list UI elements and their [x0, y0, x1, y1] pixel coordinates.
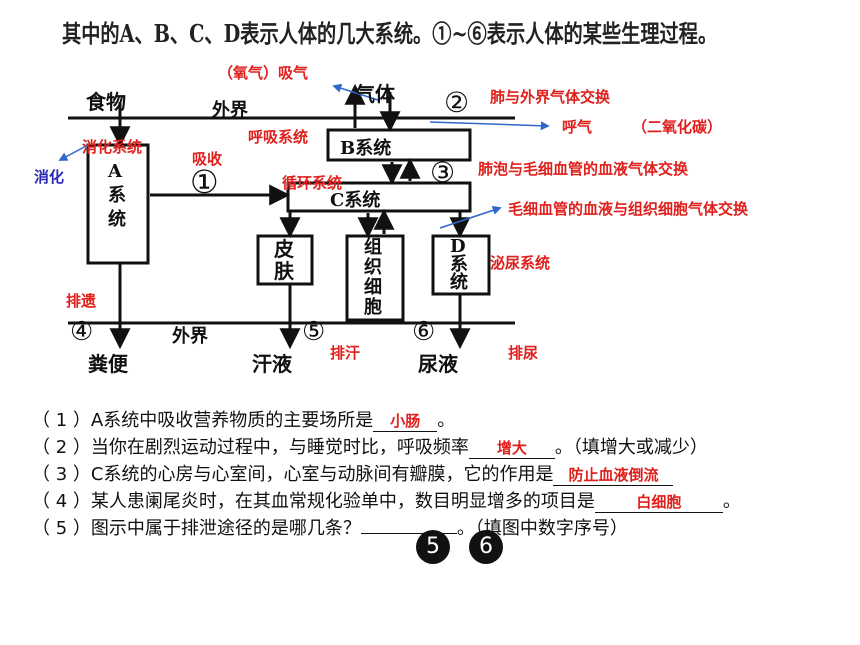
question-4: （ 4 ）某人患阑尾炎时，在其血常规化验单中，数目明显增多的项目是白细胞。	[32, 491, 741, 513]
question-5: （ 5 ）图示中属于排泄途径的是哪几条？。（填图中数字序号）	[32, 518, 628, 539]
annot-digestive: 消化系统	[82, 138, 143, 156]
answer-1: 小肠	[390, 412, 421, 430]
label-process-1: ①	[190, 163, 219, 201]
label-urine: 尿液	[418, 352, 458, 376]
answer-circle-5: 5	[416, 530, 450, 564]
label-gas: 气体	[355, 82, 395, 106]
annot-lung-exchange: 肺与外界气体交换	[490, 88, 611, 106]
question-2: （ 2 ）当你在剧烈运动过程中，与睡觉时比，呼吸频率增大。（填增大或减少）	[32, 437, 708, 459]
answer-4: 白细胞	[636, 493, 682, 511]
annot-tissue-exchange: 毛细血管的血液与组织细胞气体交换	[508, 200, 749, 218]
label-sweat: 汗液	[252, 352, 292, 376]
answer-3: 防止血液倒流	[568, 466, 659, 484]
label-sys-a: A系统	[108, 161, 126, 230]
label-tissue: 组织细胞	[364, 237, 382, 318]
answer-3-blank[interactable]: 防止血液倒流	[553, 464, 674, 486]
label-outside-bottom: 外界	[172, 326, 208, 347]
label-food: 食物	[86, 90, 126, 114]
label-sys-c: C系统	[330, 190, 381, 211]
annot-inhale: （氧气）吸气	[218, 64, 309, 82]
answer-4-blank[interactable]: 白细胞	[594, 491, 723, 513]
annot-egest: 排遗	[66, 292, 97, 310]
question-3: （ 3 ）C系统的心房与心室间，心室与动脉间有瓣膜，它的作用是防止血液倒流	[32, 460, 674, 486]
annot-urinary: 泌尿系统	[490, 254, 551, 272]
physiology-diagram	[58, 83, 550, 350]
label-process-5: ⑤	[302, 317, 326, 347]
question-1: （ 1 ）A系统中吸收营养物质的主要场所是小肠。	[32, 410, 456, 432]
label-outside-top: 外界	[212, 100, 248, 121]
answer-circle-6: 6	[469, 530, 503, 564]
label-process-4: ④	[70, 317, 94, 347]
label-skin: 皮肤	[274, 237, 294, 283]
answer-1-blank[interactable]: 小肠	[373, 410, 438, 432]
annot-urinate: 排尿	[508, 344, 539, 362]
annot-sweating: 排汗	[330, 344, 361, 362]
page-title: 其中的A、B、C、D表示人体的几大系统。①~⑥表示人体的某些生理过程。	[62, 19, 718, 48]
annot-alveoli-exchange: 肺泡与毛细血管的血液气体交换	[478, 160, 689, 178]
label-feces: 粪便	[88, 352, 128, 376]
annot-co2: （二氧化碳）	[632, 118, 723, 136]
annot-exhale: 呼气	[562, 118, 593, 136]
annot-absorb: 吸收	[192, 150, 223, 168]
annot-circulatory: 循环系统	[282, 174, 343, 192]
answer-2: 增大	[496, 439, 527, 457]
label-process-3: ③	[430, 156, 456, 189]
annot-respiratory: 呼吸系统	[248, 128, 309, 146]
label-process-2: ②	[444, 86, 470, 119]
annot-digest: 消化	[34, 168, 65, 186]
label-sys-d: D系统	[450, 236, 468, 293]
answer-2-blank[interactable]: 增大	[468, 437, 555, 459]
label-sys-b: B系统	[340, 138, 392, 159]
answer-5-blank[interactable]	[360, 533, 457, 534]
label-process-6: ⑥	[412, 317, 436, 347]
